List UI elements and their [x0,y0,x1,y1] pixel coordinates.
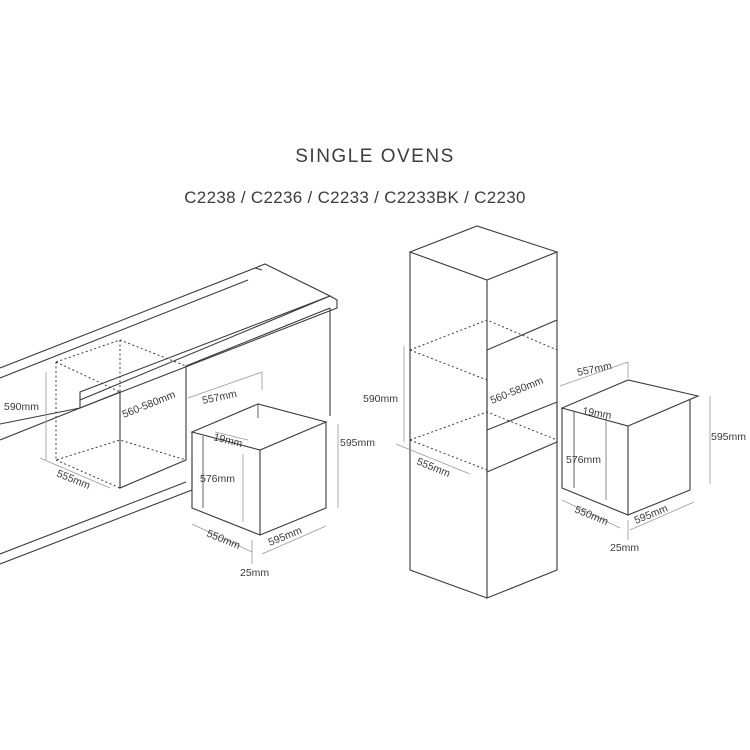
dimensions-left [39,371,339,564]
left-oven-top-depth-label: 557mm [201,388,238,407]
page-title: SINGLE OVENS [295,146,455,167]
left-cavity-depth-label: 555mm [55,468,92,492]
left-oven-depth-label: 550mm [205,528,242,552]
right-oven-panel-label: 19mm [581,405,612,422]
left-oven-width-label: 595mm [267,524,304,548]
under-counter-cabinet [0,263,338,565]
right-offset-label: 25mm [610,542,639,554]
right-cavity-height-label: 590mm [363,393,398,405]
left-oven-panel-label: 19mm [212,431,243,450]
left-offset-label: 25mm [240,567,269,579]
right-oven-total-height-label: 595mm [711,431,746,443]
dimensions-right [395,346,711,540]
left-oven-height-label: 576mm [200,473,235,485]
left-cavity-height-label: 590mm [4,401,39,413]
right-oven-height-label: 576mm [566,454,601,466]
oven-left [190,403,328,536]
right-oven-top-depth-label: 557mm [576,360,613,379]
left-cavity-width-label: 560-580mm [121,389,178,421]
model-list: C2238 / C2236 / C2233 / C2233BK / C2230 [184,188,526,207]
left-oven-total-height-label: 595mm [340,437,375,449]
oven-right [560,379,700,516]
tall-housing-unit [408,225,559,599]
right-oven-depth-label: 550mm [573,504,610,528]
right-cavity-width-label: 560-580mm [489,375,546,407]
